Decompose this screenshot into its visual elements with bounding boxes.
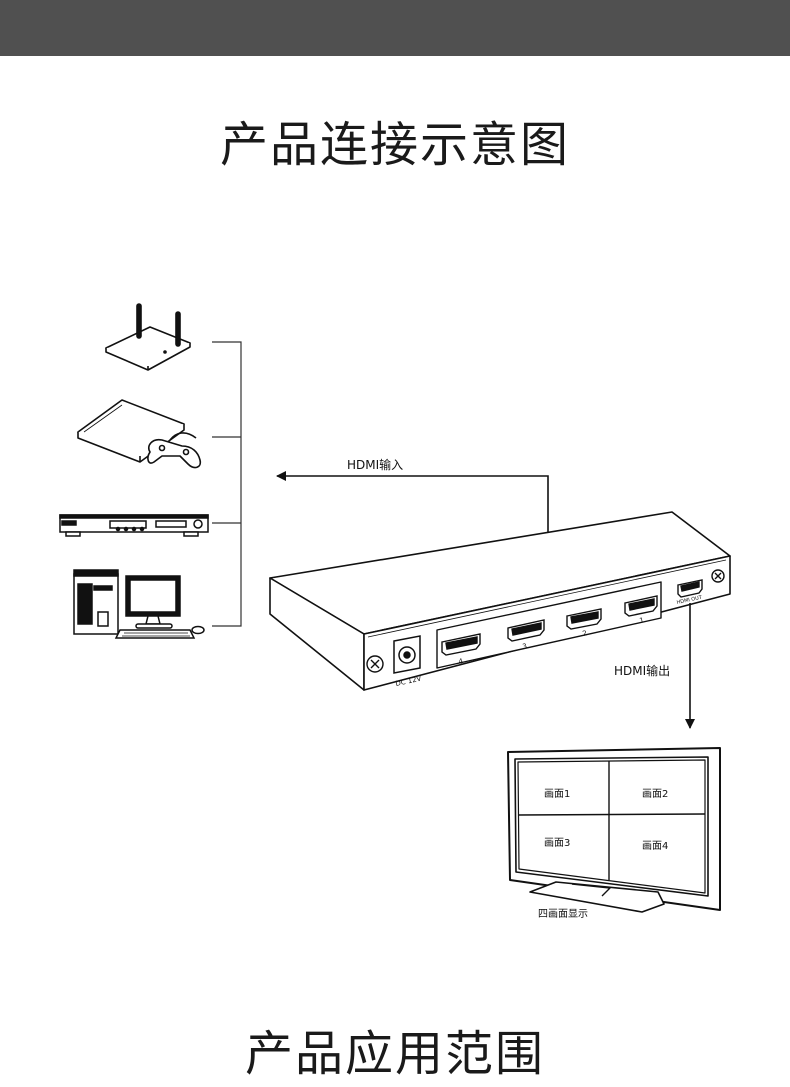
pane-label-2: 画面2: [642, 789, 668, 800]
hdmi-port-2: [566, 608, 602, 630]
hdmi-port-4: [441, 633, 481, 656]
hdmi-port-1: [624, 595, 658, 617]
pane-label-1: 画面1: [544, 789, 570, 800]
section-title: 产品连接示意图: [219, 117, 570, 173]
hdmi-input-label: HDMI输入: [347, 457, 403, 472]
hdmi-out-port-label: HDMI OUT: [676, 595, 703, 606]
game-console-icon: [77, 399, 202, 469]
hdmi-port-3: [507, 619, 545, 642]
port-number-2: 2: [582, 629, 588, 638]
port-number-4: 4: [458, 657, 465, 666]
desktop-pc-icon: [73, 569, 205, 639]
dvd-player-icon: [59, 514, 209, 537]
pane-label-3: 画面3: [544, 838, 570, 849]
source-bracket: [212, 341, 242, 627]
next-section-title: 产品应用范围: [244, 1026, 545, 1082]
screw-icon: [711, 569, 725, 583]
router-icon: [105, 303, 191, 371]
top-banner: [0, 0, 790, 56]
pane-label-4: 画面4: [642, 841, 668, 852]
multiviewer-device: [269, 511, 731, 691]
hdmi-out-port: [677, 579, 703, 598]
port-number-1: 1: [639, 616, 645, 625]
hdmi-output-label: HDMI输出: [614, 663, 670, 678]
screw-icon: [366, 655, 384, 673]
dc-power-jack: [393, 635, 421, 674]
port-number-3: 3: [522, 642, 528, 651]
monitor-caption: 四画面显示: [538, 908, 588, 920]
monitor-icon: [507, 747, 721, 913]
